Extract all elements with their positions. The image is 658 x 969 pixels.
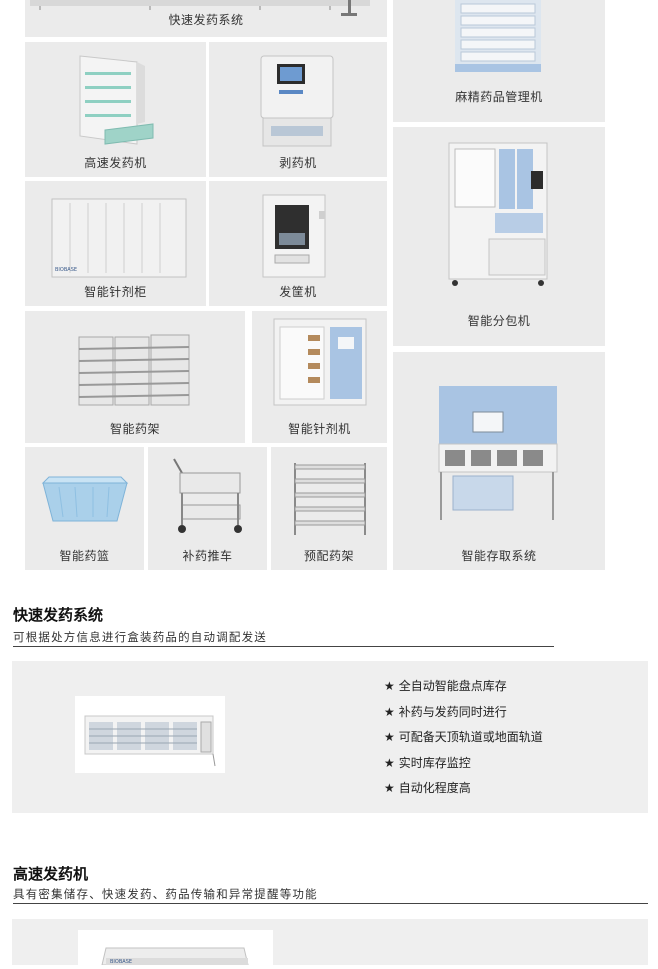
tile-label: 智能药篮	[59, 549, 110, 563]
star-icon: ★	[384, 730, 395, 744]
tile-narcotic-manager[interactable]: 麻精药品管理机	[393, 0, 605, 122]
tile-high-speed-dispenser[interactable]: 高速发药机	[25, 42, 206, 177]
tile-label: 发筐机	[279, 285, 317, 299]
tile-smart-basket[interactable]: 智能药篮	[25, 447, 144, 570]
section-title: 高速发药机	[13, 865, 89, 883]
basket-machine-image	[262, 194, 326, 278]
section-title: 快速发药系统	[13, 606, 104, 624]
tile-stripper[interactable]: 剥药机	[209, 42, 387, 177]
star-icon: ★	[384, 755, 395, 770]
high-speed-dispenser-image: BIOBASE	[101, 947, 249, 966]
tile-fast-dispense-system[interactable]: 快速发药系统	[25, 0, 387, 37]
tile-label: 智能针剂机	[288, 422, 351, 436]
section-divider	[13, 646, 554, 647]
tile-label: 快速发药系统	[168, 13, 244, 27]
tile-label: 补药推车	[182, 549, 233, 563]
smart-basket-image	[41, 476, 129, 522]
smart-rack-image	[78, 334, 190, 406]
fast-dispense-machine-image	[84, 715, 216, 767]
feature-item: ★全自动智能盘点库存	[384, 679, 507, 693]
svg-text:BIOBASE: BIOBASE	[55, 267, 77, 273]
narcotic-manager-image	[455, 0, 541, 72]
tile-smart-packer[interactable]: 智能分包机	[393, 127, 605, 346]
high-speed-dispenser-image	[79, 55, 154, 145]
tile-injection-cabinet[interactable]: BIOBASE 智能针剂柜	[25, 181, 206, 306]
section-divider	[13, 903, 648, 904]
feature-list: ★全自动智能盘点库存 ★补药与发药同时进行 ★可配备天顶轨道或地面轨道 ★实时库…	[384, 674, 543, 802]
product-panel: ★全自动智能盘点库存 ★补药与发药同时进行 ★可配备天顶轨道或地面轨道 ★实时库…	[12, 661, 648, 813]
tile-label: 麻精药品管理机	[455, 90, 543, 104]
product-image: BIOBASE	[78, 930, 273, 966]
tile-label: 智能存取系统	[461, 549, 537, 563]
fast-dispense-system-image	[30, 0, 370, 16]
tile-restock-cart[interactable]: 补药推车	[148, 447, 267, 570]
brand-logo: BIOBASE	[110, 959, 132, 965]
injection-machine-image	[273, 318, 367, 406]
tile-label: 剥药机	[279, 156, 317, 170]
stripper-image	[260, 55, 334, 147]
tile-label: 高速发药机	[84, 156, 147, 170]
tile-injection-machine[interactable]: 智能针剂机	[252, 311, 387, 443]
injection-cabinet-image: BIOBASE	[51, 198, 187, 278]
smart-packer-image	[448, 142, 548, 286]
tile-label: 智能药架	[109, 422, 160, 436]
product-panel: BIOBASE	[12, 919, 648, 966]
star-icon: ★	[384, 781, 395, 795]
feature-item: ★补药与发药同时进行	[384, 704, 507, 719]
prep-rack-image	[294, 463, 366, 535]
tile-basket-machine[interactable]: 发筐机	[209, 181, 387, 306]
tile-prep-rack[interactable]: 预配药架	[271, 447, 387, 570]
product-image	[75, 696, 225, 773]
section-subtitle: 具有密集储存、快速发药、药品传输和异常提醒等功能	[13, 887, 318, 901]
feature-item: ★可配备天顶轨道或地面轨道	[384, 730, 543, 744]
star-icon: ★	[384, 704, 395, 719]
storage-system-image	[438, 386, 558, 520]
star-icon: ★	[384, 679, 395, 693]
tile-label: 智能分包机	[467, 314, 531, 328]
tile-label: 智能针剂柜	[84, 285, 147, 299]
tile-storage-system[interactable]: 智能存取系统	[393, 352, 605, 570]
feature-item: ★实时库存监控	[384, 755, 471, 770]
feature-item: ★自动化程度高	[384, 781, 471, 795]
restock-cart-image	[173, 458, 242, 533]
tile-smart-rack[interactable]: 智能药架	[25, 311, 245, 443]
section-subtitle: 可根据处方信息进行盒装药品的自动调配发送	[13, 630, 267, 644]
tile-label: 预配药架	[303, 549, 354, 563]
